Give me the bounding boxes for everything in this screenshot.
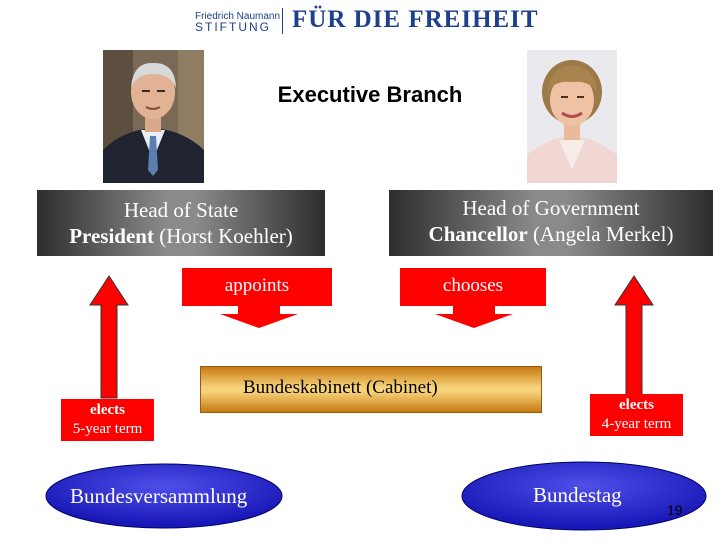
head-of-state-box: Head of State President (Horst Koehler) — [37, 190, 325, 256]
cabinet-box: Bundeskabinett (Cabinet) — [200, 366, 542, 413]
logo-separator — [282, 8, 283, 34]
head-of-state-subtitle: President (Horst Koehler) — [37, 223, 325, 249]
bundesversammlung-label: Bundesversammlung — [70, 484, 248, 508]
appoints-label: appoints — [182, 268, 332, 306]
right-elects-label: elects 4-year term — [590, 394, 683, 436]
bundestag-label: Bundestag — [533, 483, 622, 507]
logo-main: FÜR DIE FREIHEIT — [292, 6, 539, 33]
chancellor-portrait — [527, 50, 617, 183]
logo-subtitle: Friedrich Naumann STIFTUNG — [195, 11, 290, 33]
left-elects-label: elects 5-year term — [61, 399, 154, 441]
head-of-government-box: Head of Government Chancellor (Angela Me… — [389, 190, 713, 256]
head-of-government-subtitle: Chancellor (Angela Merkel) — [389, 221, 713, 247]
appoints-down-arrow — [220, 304, 298, 328]
page-title: Executive Branch — [277, 82, 463, 107]
left-elects-text: elects — [90, 402, 125, 418]
left-up-arrow — [89, 275, 129, 399]
right-term-text: 4-year term — [601, 416, 672, 432]
head-of-government-title: Head of Government — [462, 196, 640, 220]
president-label: President — [69, 224, 154, 248]
president-portrait — [103, 50, 204, 183]
logo-line2: STIFTUNG — [195, 20, 271, 34]
chooses-down-arrow — [435, 304, 513, 328]
bundestag-ellipse — [461, 461, 707, 531]
bundesversammlung-ellipse — [45, 463, 283, 529]
chooses-label: chooses — [400, 268, 546, 306]
president-name: (Horst Koehler) — [153, 224, 293, 248]
left-term-text: 5-year term — [72, 421, 143, 437]
chancellor-label: Chancellor — [428, 222, 528, 246]
head-of-state-title: Head of State — [123, 198, 239, 222]
logo-line1: Friedrich Naumann — [195, 11, 281, 22]
page-number: 19 — [667, 502, 683, 518]
right-up-arrow — [614, 275, 654, 399]
right-elects-text: elects — [619, 397, 654, 413]
chancellor-name: (Angela Merkel) — [527, 222, 674, 246]
